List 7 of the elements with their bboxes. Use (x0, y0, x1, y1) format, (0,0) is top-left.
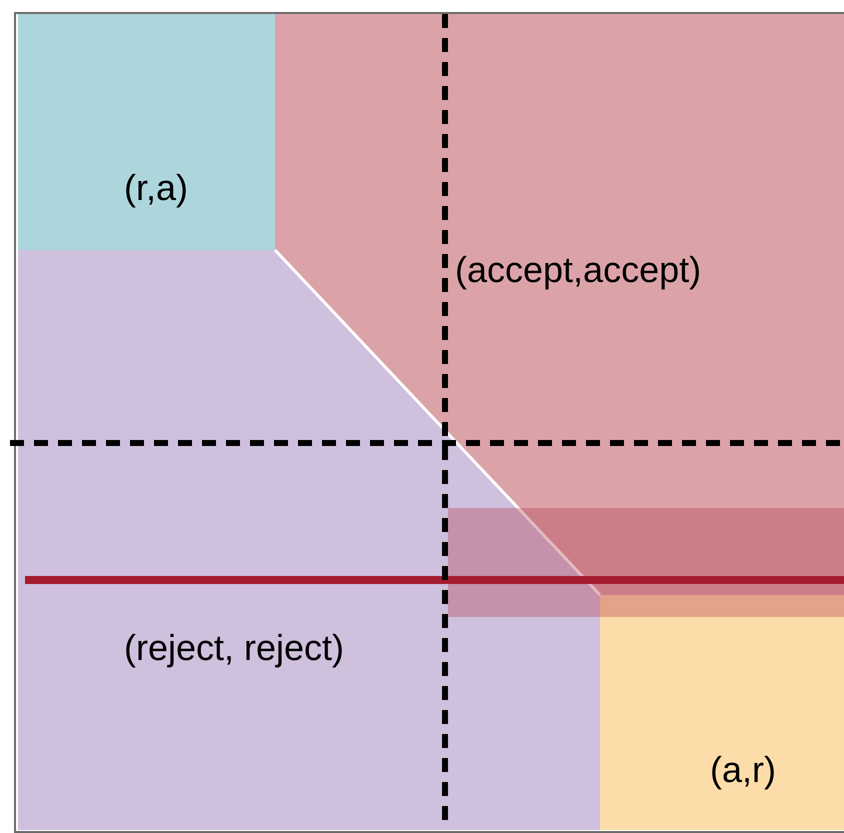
region-label: (r,a) (124, 170, 188, 206)
region-label: (accept,accept) (455, 252, 702, 288)
region-label: (reject, reject) (124, 630, 344, 666)
region (18, 14, 275, 250)
region (275, 14, 844, 595)
region (600, 595, 844, 830)
region-label: (a,r) (710, 752, 776, 788)
